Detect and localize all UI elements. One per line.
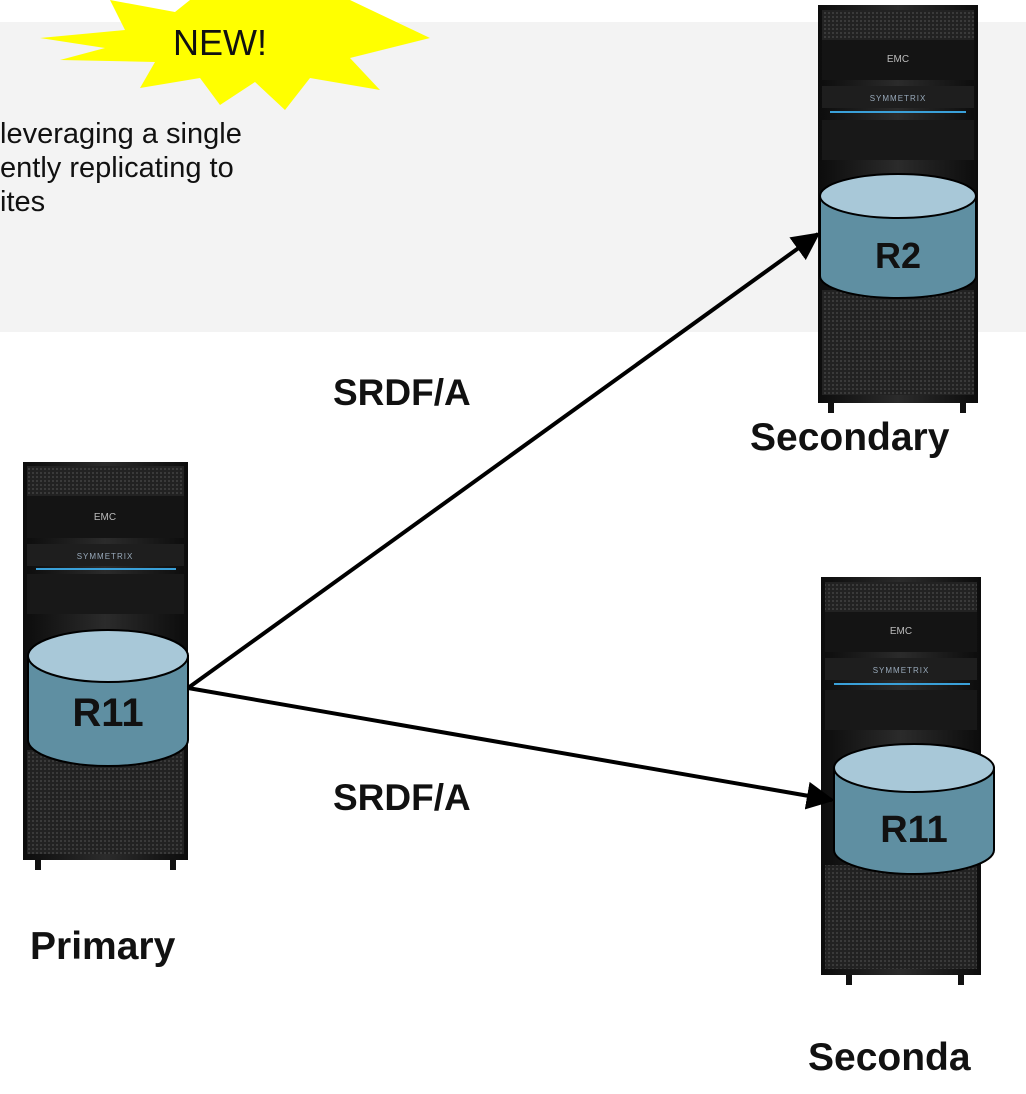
description-line-2: ently replicating to: [0, 152, 234, 184]
disk-r11-secondary-label: R11: [880, 809, 948, 851]
brand-logo: EMC: [94, 512, 116, 523]
description-line-3: ites: [0, 186, 46, 218]
product-logo: SYMMETRIX: [873, 666, 930, 675]
primary-label: Primary: [30, 925, 176, 968]
replication-link-bottom: [187, 686, 835, 810]
secondary-top-label: Secondary: [750, 416, 950, 459]
new-starburst-badge: [40, 0, 430, 110]
new-badge-label: NEW!: [173, 22, 267, 63]
product-logo: SYMMETRIX: [870, 94, 927, 103]
disk-r2-label: R2: [875, 235, 921, 276]
secondary-bottom-label: Seconda: [808, 1036, 971, 1079]
disk-r11-secondary: R11: [833, 743, 995, 875]
link-label-top: SRDF/A: [333, 372, 471, 413]
disk-r11-primary-label: R11: [72, 691, 143, 735]
brand-logo: EMC: [890, 626, 912, 637]
description-text: leveraging a single ently replicating to…: [0, 118, 420, 220]
product-logo: SYMMETRIX: [77, 552, 134, 561]
brand-logo: EMC: [887, 54, 909, 65]
disk-r11-primary: R11: [27, 629, 189, 767]
replication-link-top: [186, 232, 821, 690]
link-label-bottom: SRDF/A: [333, 777, 471, 818]
disk-r2: R2: [819, 173, 977, 299]
description-line-1: leveraging a single: [0, 118, 242, 150]
